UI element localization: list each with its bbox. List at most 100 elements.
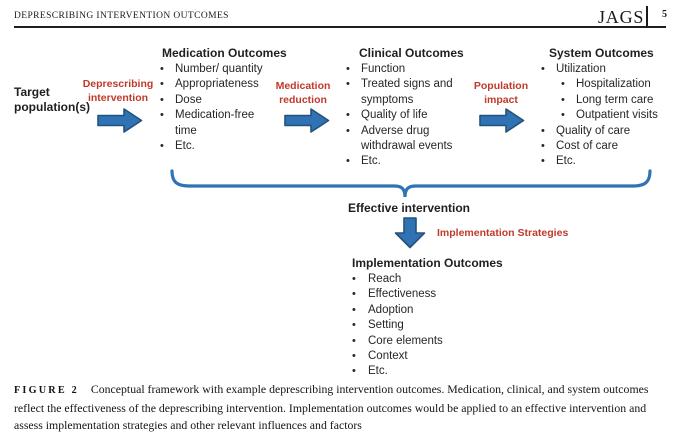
- list-item-text: Utilization: [556, 63, 606, 75]
- list-item-text: Dose: [175, 93, 202, 106]
- list-item-text: Treated signs and symptoms: [361, 78, 453, 106]
- down-arrow-shape: [394, 217, 426, 249]
- implementation-outcomes-column: Implementation Outcomes Reach Effectiven…: [352, 256, 514, 380]
- clinical-outcomes-column: Clinical Outcomes Function Treated signs…: [346, 46, 467, 170]
- bullet-icon: [352, 364, 368, 379]
- list-item: Cost of care: [541, 139, 669, 154]
- bullet-icon: [352, 303, 368, 318]
- bullet-icon: [346, 77, 361, 108]
- list-item-text: Core elements: [368, 334, 443, 347]
- bullet-icon: [541, 154, 556, 169]
- curly-brace-path: [170, 169, 652, 198]
- list-item-text: Adverse drug withdrawal events: [361, 124, 453, 153]
- bullet-icon: [160, 139, 175, 154]
- list-item-text: Etc.: [361, 155, 381, 168]
- list-item-text: Reach: [368, 273, 402, 285]
- target-population-label: Target population(s): [14, 85, 90, 114]
- list-item: Reach: [352, 272, 514, 287]
- right-arrow-shape: [479, 108, 525, 133]
- list-item-text: Context: [368, 350, 408, 363]
- list-item: Outpatient visits: [561, 108, 669, 123]
- list-item: Function: [346, 62, 467, 77]
- list-item-text: Setting: [368, 319, 404, 332]
- list-item-text: Etc.: [175, 140, 195, 153]
- right-arrow-icon: [97, 108, 143, 133]
- down-arrow-icon: [394, 217, 426, 249]
- right-arrow-shape: [284, 108, 330, 133]
- list-item-text: Cost of care: [556, 140, 618, 153]
- page-number: 5: [662, 9, 667, 20]
- system-outcomes-column: System Outcomes Utilization Hospitalizat…: [541, 46, 669, 170]
- list-item: Etc.: [541, 154, 669, 169]
- right-arrow-icon: [479, 108, 525, 133]
- column-title: System Outcomes: [549, 46, 654, 60]
- header-divider-line: [646, 6, 648, 27]
- bullet-icon: [352, 318, 368, 333]
- list-item: Effectiveness: [352, 287, 514, 302]
- list-item-text: Long term care: [576, 93, 654, 106]
- list-item: Hospitalization: [561, 77, 669, 92]
- list-item: Core elements: [352, 334, 514, 349]
- column-title: Medication Outcomes: [162, 46, 287, 60]
- list-item-text: Quality of life: [361, 109, 428, 122]
- list-item-text: Etc.: [368, 365, 388, 378]
- curly-brace-icon: [170, 169, 652, 198]
- bullet-icon: [346, 108, 361, 123]
- figure-caption-text: Conceptual framework with example depres…: [14, 382, 649, 433]
- list-item: Quality of life: [346, 108, 467, 123]
- list-item-text: Function: [361, 63, 406, 75]
- figure-2-diagram: Target population(s) Deprescribing inter…: [0, 0, 680, 380]
- bullet-icon: [561, 77, 576, 92]
- list-item: Dose: [160, 93, 278, 108]
- medication-reduction-label: Medication reduction: [275, 80, 331, 106]
- bullet-icon: [352, 349, 368, 364]
- list-item: Etc.: [346, 154, 467, 169]
- list-item-text: Outpatient visits: [576, 109, 658, 122]
- list-item: Setting: [352, 318, 514, 333]
- medication-outcomes-column: Medication Outcomes Number/ quantity App…: [160, 46, 287, 154]
- bullet-icon: [561, 93, 576, 108]
- bullet-icon: [541, 62, 556, 77]
- bullet-icon: [352, 334, 368, 349]
- list-item-text: Number/ quantity: [175, 63, 263, 75]
- list-item-text: Quality of care: [556, 124, 631, 137]
- list-item-text: Hospitalization: [576, 78, 651, 91]
- list-item: Number/ quantity: [160, 62, 278, 77]
- list-item: Etc.: [352, 364, 514, 379]
- list-item: Medication-free time: [160, 108, 278, 139]
- right-arrow-icon: [284, 108, 330, 133]
- figure-caption-label: FIGURE 2: [14, 385, 79, 396]
- list-item: Adoption: [352, 303, 514, 318]
- list-item: Utilization: [541, 62, 669, 77]
- list-item-text: Adoption: [368, 303, 414, 316]
- header-rule-line: [14, 26, 666, 28]
- list-item: Quality of care: [541, 124, 669, 139]
- list-item-text: Etc.: [556, 155, 576, 168]
- bullet-icon: [346, 62, 361, 77]
- bullet-icon: [561, 108, 576, 123]
- list-item-text: Effectiveness: [368, 288, 437, 301]
- bullet-icon: [346, 124, 361, 155]
- list-item: Treated signs and symptoms: [346, 77, 467, 108]
- list-item: Long term care: [561, 93, 669, 108]
- bullet-icon: [352, 287, 368, 302]
- list-item: Etc.: [160, 139, 278, 154]
- column-title: Implementation Outcomes: [352, 256, 503, 270]
- column-title: Clinical Outcomes: [359, 46, 464, 60]
- list-item: Context: [352, 349, 514, 364]
- implementation-strategies-label: Implementation Strategies: [437, 227, 569, 239]
- bullet-icon: [160, 77, 175, 92]
- bullet-icon: [160, 108, 175, 139]
- bullet-icon: [541, 124, 556, 139]
- bullet-icon: [346, 154, 361, 169]
- bullet-icon: [160, 62, 175, 77]
- list-item: Appropriateness: [160, 77, 278, 92]
- deprescribing-intervention-label: Deprescribing intervention: [82, 78, 154, 104]
- list-item: Adverse drug withdrawal events: [346, 124, 467, 155]
- journal-logo: JAGS: [598, 7, 645, 27]
- running-title: DEPRESCRIBING INTERVENTION OUTCOMES: [14, 11, 229, 21]
- list-item-text: Medication-free time: [175, 109, 255, 137]
- bullet-icon: [160, 93, 175, 108]
